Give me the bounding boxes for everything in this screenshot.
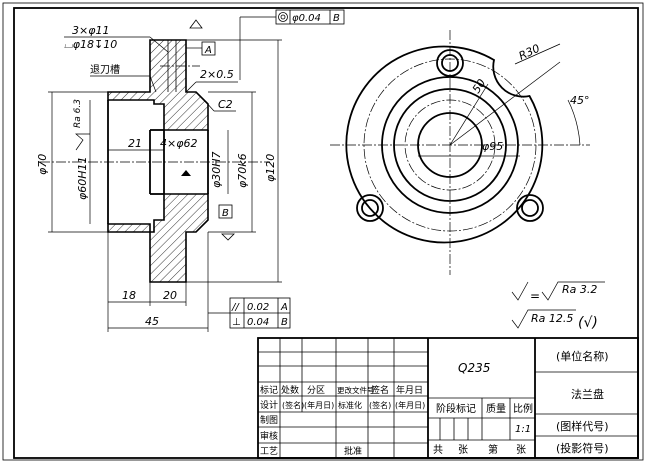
part-name: 法兰盘 bbox=[571, 387, 604, 401]
col-sign: 签名 bbox=[371, 384, 389, 396]
dim-18: 18 bbox=[122, 289, 136, 302]
dim-phi60h11: φ60H11 bbox=[76, 156, 89, 200]
row-sign3: (签名) bbox=[369, 400, 391, 410]
row-process: 工艺 bbox=[260, 446, 278, 457]
tol-parallel-datum: A bbox=[280, 302, 288, 313]
bolt-hole-left bbox=[356, 194, 384, 222]
dim-r30: R30 bbox=[517, 42, 542, 63]
col-count: 处数 bbox=[281, 384, 299, 396]
page: 第 bbox=[488, 443, 498, 456]
rough-symbol-2 bbox=[541, 281, 605, 301]
col-mark: 标记 bbox=[260, 384, 278, 396]
row-date2: (年月日) bbox=[304, 400, 334, 410]
bolt-circle bbox=[363, 58, 537, 232]
row-sign2: (签名) bbox=[282, 400, 304, 410]
radius-line bbox=[449, 61, 561, 146]
dim-phi70k6: φ70k6 bbox=[236, 153, 249, 188]
unit-name: (单位名称) bbox=[556, 349, 609, 363]
side-view: 50 R30 45° φ95 = Ra 3.2 Ra 12.5 (√) bbox=[330, 30, 605, 331]
dim-phi120: φ120 bbox=[264, 154, 277, 182]
pcd-95 bbox=[404, 99, 496, 191]
datum-triangle-bottom bbox=[221, 233, 235, 241]
scale: 比例 bbox=[513, 402, 533, 415]
r30-leader bbox=[514, 43, 561, 65]
tol-parallel-value: 0.02 bbox=[247, 302, 269, 313]
bolt-hole-right bbox=[516, 194, 544, 222]
rough-eq-value: Ra 3.2 bbox=[562, 283, 597, 296]
dim-phi95: φ95 bbox=[482, 140, 503, 153]
dim-21: 21 bbox=[128, 137, 142, 150]
rough-symbol-3 bbox=[511, 309, 576, 329]
lower-section-hatch bbox=[107, 193, 209, 283]
angle-arc bbox=[567, 99, 581, 146]
drawing-no: (图样代号) bbox=[556, 419, 609, 433]
tol-perp-symbol: ⊥ bbox=[232, 317, 241, 328]
title-block: 标记 处数 分区 更改文件号 签名 年月日 设计 (签名) (年月日) 标准化 … bbox=[257, 337, 639, 459]
tol-perp-value: 0.04 bbox=[247, 317, 269, 328]
datum-triangle-b bbox=[181, 170, 191, 176]
col-change-doc: 更改文件号 bbox=[337, 385, 375, 395]
ra-inner: Ra 6.3 bbox=[73, 99, 83, 128]
hub-outer bbox=[381, 76, 519, 214]
sheets: 张 bbox=[458, 444, 468, 456]
datum-b-label: B bbox=[222, 208, 229, 219]
datum-a-box bbox=[201, 41, 216, 56]
counterbore-note-1: 3×φ11 bbox=[72, 24, 109, 37]
runout-value: φ0.04 bbox=[292, 13, 321, 24]
approve: 批准 bbox=[344, 445, 362, 457]
runout-datum: B bbox=[333, 13, 340, 24]
rough-other: (√) bbox=[578, 315, 598, 331]
runout-symbol-inner bbox=[280, 14, 286, 20]
runout-symbol-outer bbox=[278, 12, 288, 22]
bolt-hole-top bbox=[436, 49, 464, 77]
scale-value: 1:1 bbox=[515, 424, 531, 435]
groove-size: 2×0.5 bbox=[200, 68, 234, 81]
dim-4xphi62: 4×φ62 bbox=[160, 137, 197, 150]
hub-middle bbox=[393, 88, 507, 202]
stage-mark: 阶段标记 bbox=[436, 402, 476, 415]
col-date: 年月日 bbox=[396, 384, 423, 396]
relief-groove-leader-2 bbox=[149, 75, 157, 93]
counterbore-note-2: ⌴φ18↧10 bbox=[64, 38, 117, 51]
counterbore-leader-2 bbox=[149, 36, 169, 53]
tol-parallel-symbol: // bbox=[231, 302, 240, 313]
chamfer-label: C2 bbox=[218, 98, 233, 111]
dim-45: 45 bbox=[145, 315, 159, 328]
total: 共 bbox=[433, 444, 443, 456]
dim-50-line bbox=[449, 83, 489, 146]
angle-45: 45° bbox=[570, 94, 590, 107]
page-sheets: 张 bbox=[516, 444, 526, 456]
dim-phi70: φ70 bbox=[36, 154, 49, 175]
datum-a-label: A bbox=[204, 45, 212, 56]
chamfer-leader-2 bbox=[203, 99, 215, 112]
col-zone: 分区 bbox=[307, 385, 325, 396]
datum-b-box bbox=[218, 204, 233, 219]
projection: (投影符号) bbox=[556, 441, 609, 455]
section-view: 3×φ11 ⌴φ18↧10 退刀槽 2×0.5 C2 A φ0.04 B B bbox=[36, 9, 345, 332]
row-date3: (年月日) bbox=[395, 400, 425, 410]
ra-inner-symbol bbox=[75, 133, 90, 151]
rough-eq: = bbox=[530, 289, 540, 303]
dim-phi30h7: φ30H7 bbox=[210, 151, 223, 188]
title-block-border bbox=[257, 337, 639, 459]
material: Q235 bbox=[458, 361, 490, 375]
flange-outline bbox=[345, 45, 544, 244]
tol-perp-datum: B bbox=[281, 317, 288, 328]
relief-groove-label: 退刀槽 bbox=[90, 63, 120, 76]
groove-leader-2 bbox=[185, 81, 197, 93]
rough-general: Ra 12.5 bbox=[531, 312, 573, 325]
mass: 质量 bbox=[486, 403, 506, 415]
datum-triangle-top bbox=[189, 19, 203, 29]
row-check: 审核 bbox=[260, 430, 278, 442]
row-draw: 制图 bbox=[260, 414, 278, 426]
rough-symbol-1 bbox=[511, 281, 529, 301]
upper-section-hatch bbox=[107, 39, 209, 131]
bore-circle bbox=[417, 112, 483, 178]
row-design: 设计 bbox=[260, 399, 278, 411]
dim-20: 20 bbox=[163, 289, 177, 302]
row-std: 标准化 bbox=[338, 400, 362, 410]
